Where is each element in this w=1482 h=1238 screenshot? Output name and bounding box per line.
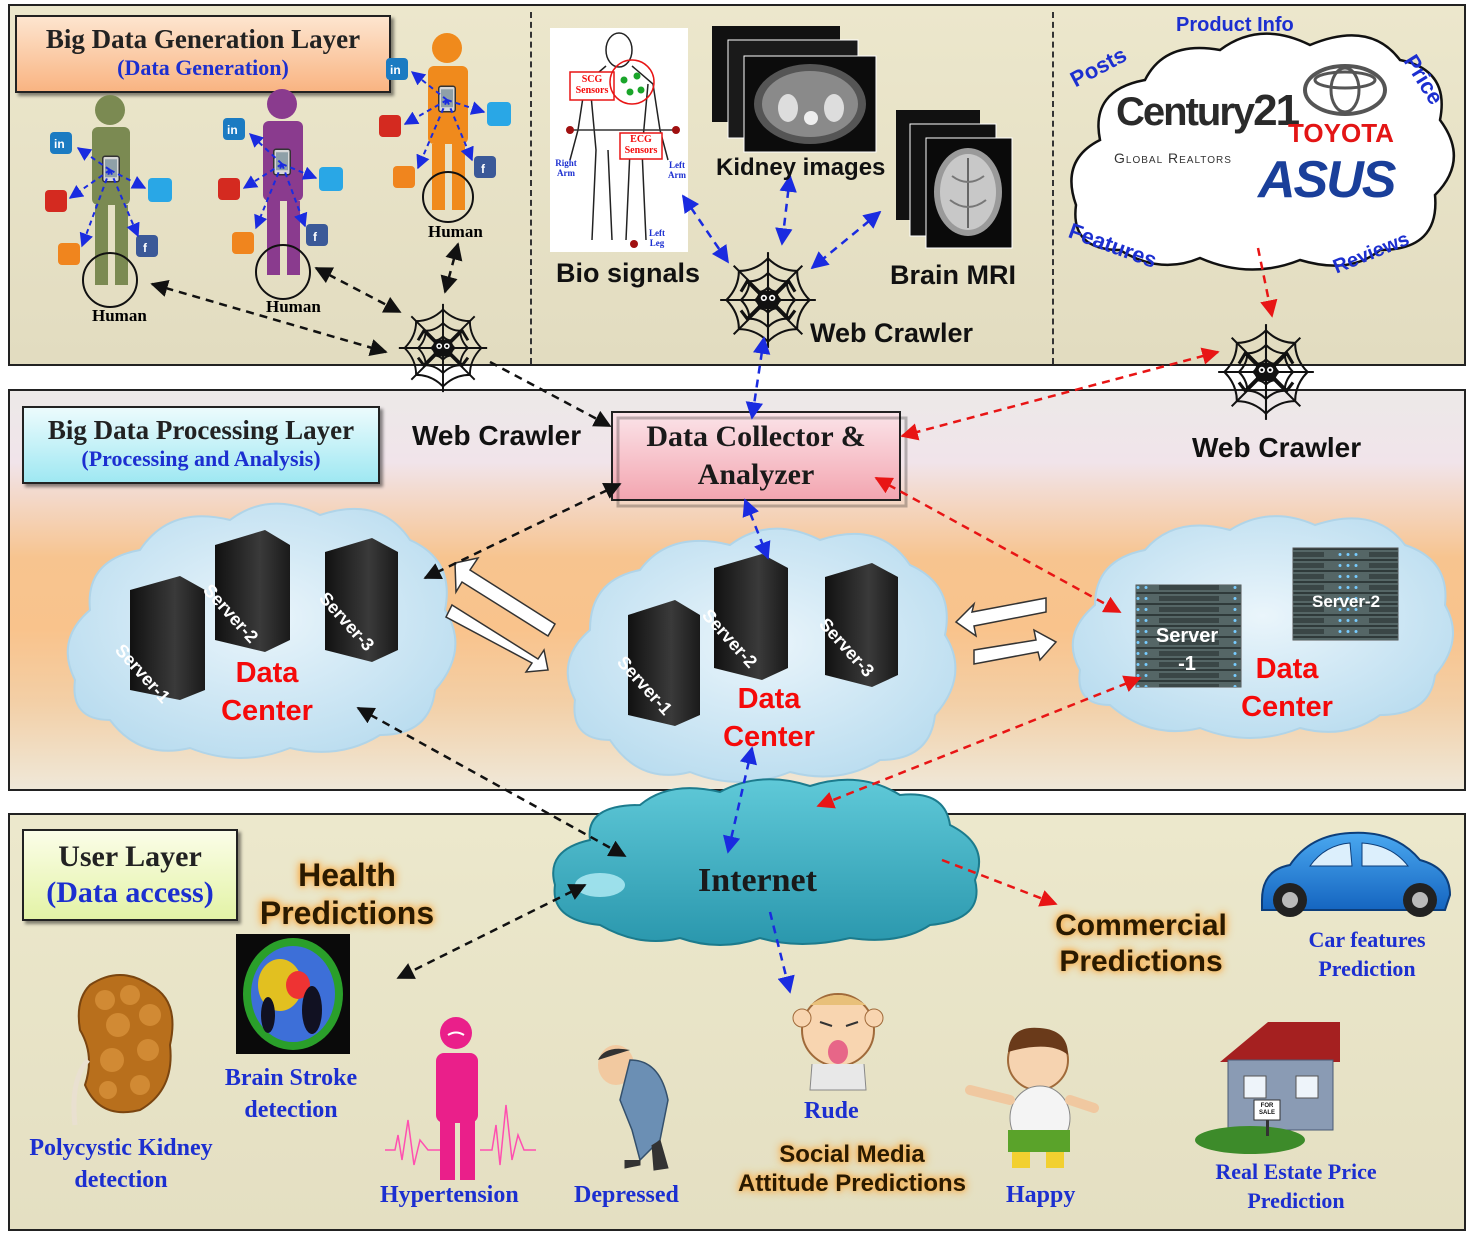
social-media-predictions-heading: Social Media Attitude Predictions: [737, 1141, 966, 1197]
web-crawler-label-right: Web Crawler: [1192, 432, 1362, 463]
generation-layer-title: Big Data Generation Layer: [45, 24, 361, 54]
web-crawler-spider-1: [397, 302, 489, 394]
health-predictions-heading: Health Predictions: [259, 857, 435, 931]
double-arrows-right: [954, 597, 1058, 665]
human-figure-orange: [422, 33, 474, 223]
bio-signals-caption: Bio signals: [556, 258, 701, 288]
commercial-predictions-heading: Commercial Predictions: [1055, 909, 1227, 978]
svg-text:f: f: [143, 241, 148, 255]
data-center-label-right: Data Center: [1241, 653, 1333, 723]
svg-text:in: in: [54, 137, 65, 151]
left-arm-label: Left Arm: [668, 160, 686, 180]
real-estate-prediction-label: Real Estate Price Prediction: [1215, 1159, 1377, 1213]
bio-signals-figure: [550, 28, 688, 252]
brain-stroke-scan: [236, 934, 350, 1054]
human-figure-purple: [255, 89, 311, 300]
web-crawler-label-left: Web Crawler: [412, 420, 582, 451]
human-label-1: Human: [92, 306, 147, 325]
processing-layer-subtitle: (Processing and Analysis): [81, 446, 321, 471]
century21-text: Century: [1116, 90, 1255, 134]
internet-label: Internet: [698, 862, 817, 899]
data-center-label-left: Data Center: [221, 657, 313, 727]
product-info-label: Product Info: [1176, 14, 1294, 36]
blue-dashed-arrows: [681, 174, 882, 994]
polycystic-kidney-label: Polycystic Kidney detection: [29, 1135, 213, 1193]
asus-logo: ASUS: [1258, 151, 1396, 209]
ecg-sensors-label: ECG Sensors: [624, 134, 658, 156]
scg-sensors-label: SCG Sensors: [575, 74, 609, 96]
commerce-cloud: [1070, 32, 1455, 271]
data-center-label-middle: Data Center: [723, 683, 815, 753]
processing-layer-title: Big Data Processing Layer: [47, 415, 355, 445]
blue-car: [1261, 831, 1452, 917]
right-arm-label: Right Arm: [555, 158, 577, 178]
generation-layer-subtitle: (Data Generation): [117, 55, 289, 80]
depressed-figure: [598, 1045, 669, 1171]
divider-1: [530, 12, 532, 364]
red-dashed-arrows: [816, 247, 1278, 907]
rack-server-1-label: Server -1: [1155, 625, 1219, 675]
century21-subtitle: Global Realtors: [1114, 150, 1232, 166]
left-leg-label: Left Leg: [649, 228, 665, 248]
depressed-label: Depressed: [574, 1182, 679, 1208]
server-towers-left: [130, 530, 398, 700]
happy-label: Happy: [1006, 1182, 1076, 1208]
brain-mri-images: [896, 110, 1013, 249]
hypertension-label: Hypertension: [380, 1182, 519, 1208]
brain-stroke-label: Brain Stroke detection: [224, 1065, 358, 1123]
kidney-illustration: [71, 974, 174, 1126]
kidney-images: [712, 26, 877, 153]
for-sale-sign: FOR SALE: [1258, 1103, 1275, 1116]
car-features-prediction-label: Car features Prediction: [1308, 927, 1426, 981]
rude-label: Rude: [804, 1098, 859, 1124]
svg-text:in: in: [227, 123, 238, 137]
black-dashed-arrows: [150, 242, 627, 980]
data-collector-analyzer: Data Collector & Analyzer: [646, 420, 866, 491]
century21-number: 21: [1253, 86, 1300, 135]
kidney-images-caption: Kidney images: [716, 154, 886, 181]
user-layer-title: User Layer: [58, 840, 202, 873]
social-media-icons: in in in f f f: [45, 58, 511, 265]
toyota-logo: TOYOTA: [1288, 118, 1394, 148]
human-figure-green: [82, 95, 138, 308]
happy-kid: [965, 1027, 1099, 1168]
human-label-2: Human: [266, 297, 321, 316]
rack-servers-right: [1135, 547, 1399, 688]
rude-face: [792, 993, 884, 1091]
svg-text:in: in: [390, 63, 401, 77]
house-for-sale: [1195, 1022, 1340, 1154]
human-label-3: Human: [428, 222, 483, 241]
svg-text:f: f: [481, 162, 486, 176]
web-crawler-label-center: Web Crawler: [810, 318, 974, 348]
processing-layer-title-box: Big Data Processing Layer (Processing an…: [22, 406, 380, 484]
divider-2: [1052, 12, 1054, 364]
web-crawler-spider-2: [718, 250, 818, 350]
user-layer-title-box: User Layer (Data access): [22, 829, 238, 921]
user-layer-subtitle: (Data access): [46, 876, 214, 909]
rack-server-2-label: Server-2: [1312, 592, 1381, 611]
web-crawler-spider-3: [1216, 322, 1316, 422]
generation-layer-title-box: Big Data Generation Layer (Data Generati…: [15, 15, 391, 93]
svg-text:f: f: [313, 230, 318, 244]
brain-mri-caption: Brain MRI: [890, 260, 1017, 290]
hypertension-figure: [385, 1017, 536, 1180]
century21-logo: Century21: [1116, 86, 1300, 136]
double-arrows-left: [445, 556, 557, 673]
